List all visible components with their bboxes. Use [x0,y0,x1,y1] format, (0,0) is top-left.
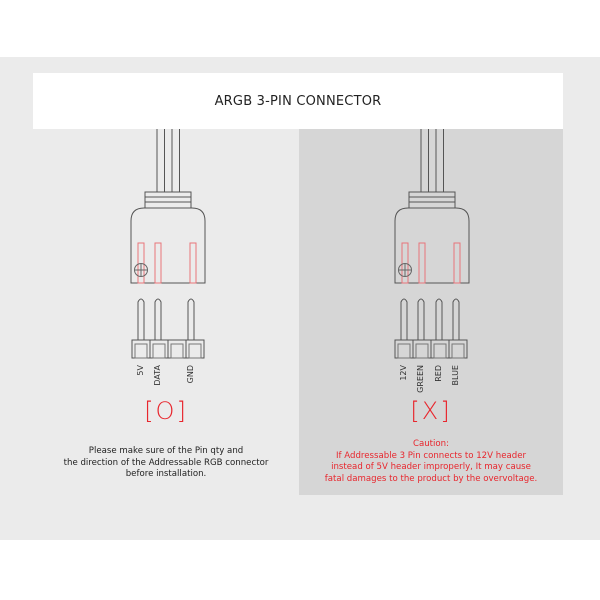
pin-label-red: RED [434,365,443,382]
diagram-card: ARGB 3-PIN CONNECTOR 5V DATA GND [O] Ple… [33,73,563,495]
pin-slot [189,242,197,284]
header-pin [187,298,195,340]
argb-connector-incorrect-diagram [394,129,470,359]
connector-body [130,207,206,284]
header-cell [415,343,429,359]
header-pin [154,298,162,340]
connector-collar [408,191,456,209]
pin-slot [453,242,461,284]
correct-connection-panel: 5V DATA GND [O] Please make sure of the … [33,129,299,495]
caution-note: Caution: If Addressable 3 Pin connects t… [299,439,563,485]
note-line: the direction of the Addressable RGB con… [63,457,269,468]
note-line: If Addressable 3 Pin connects to 12V hea… [335,450,527,461]
connector-collar [144,191,192,209]
installation-note: Please make sure of the Pin qty and the … [33,446,299,481]
header-pin [400,298,408,340]
header-cell [152,343,166,359]
connector-plug [394,129,470,284]
header-cell [134,343,148,359]
pin-slot [154,242,162,284]
correct-mark: [O] [144,397,188,425]
pin-slot [137,242,145,284]
connector-body [394,207,470,284]
header-cell [188,343,202,359]
header-pin [137,298,145,340]
header-pins [394,298,468,359]
note-line: fatal damages to the product by the over… [324,473,538,484]
note-line: Caution: [412,439,450,449]
header-pin [435,298,443,340]
header-cell [451,343,465,359]
header-cell [170,343,184,359]
pin-label-green: GREEN [416,365,425,393]
pin-label-12v: 12V [399,365,408,381]
pin-slot [401,242,409,284]
note-line: before installation. [125,469,207,479]
pin-label-gnd: GND [186,365,195,384]
header-pin [452,298,460,340]
pin-label-5v: 5V [136,365,145,376]
incorrect-mark: [X] [410,397,452,425]
pin-label-data: DATA [153,365,162,386]
header-pin [417,298,425,340]
pin-slot [418,242,426,284]
pin-label-blue: BLUE [451,365,460,386]
argb-connector-correct-diagram [130,129,206,359]
diagram-title: ARGB 3-PIN CONNECTOR [214,93,382,109]
header-cell [433,343,447,359]
incorrect-connection-panel: 12V GREEN RED BLUE [X] Caution: If Addre… [299,129,563,495]
note-line: Please make sure of the Pin qty and [88,446,244,456]
header-pins [131,298,205,359]
note-line: instead of 5V header improperly, It may … [331,462,531,472]
header-cell [397,343,411,359]
connector-plug [130,129,206,284]
